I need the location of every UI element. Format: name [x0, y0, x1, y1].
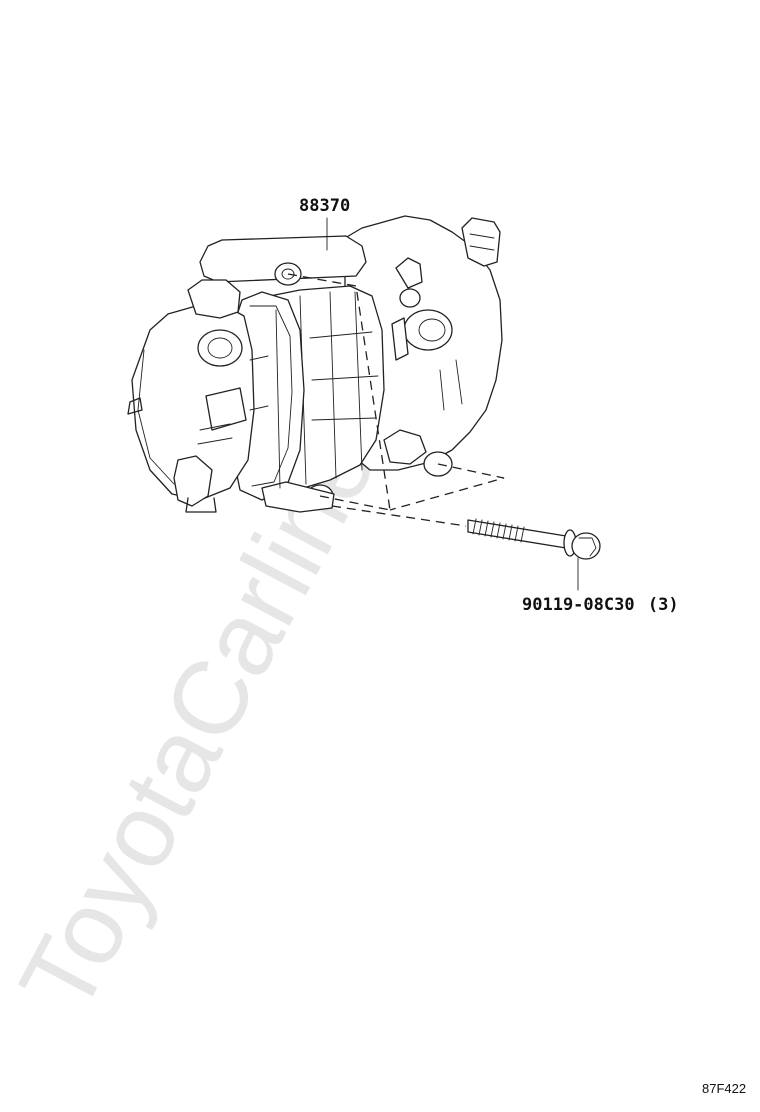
dashed-guide-top [287, 273, 391, 511]
bolt-illustration [467, 518, 601, 560]
dashed-guide-bolt [331, 505, 467, 527]
alignment-lines [287, 273, 505, 527]
compressor-illustration [127, 215, 503, 513]
bolt-part-number[interactable]: 90119-08C30 [522, 595, 635, 615]
figure-code: 87F422 [702, 1081, 746, 1096]
bolt-quantity: (3) [648, 595, 679, 615]
dashed-guide-bottom [319, 495, 391, 511]
part-number-compressor[interactable]: 88370 [299, 196, 350, 216]
dashed-guide-right [389, 463, 505, 511]
part-number-bolt[interactable]: 90119-08C30 (3) [522, 595, 679, 615]
